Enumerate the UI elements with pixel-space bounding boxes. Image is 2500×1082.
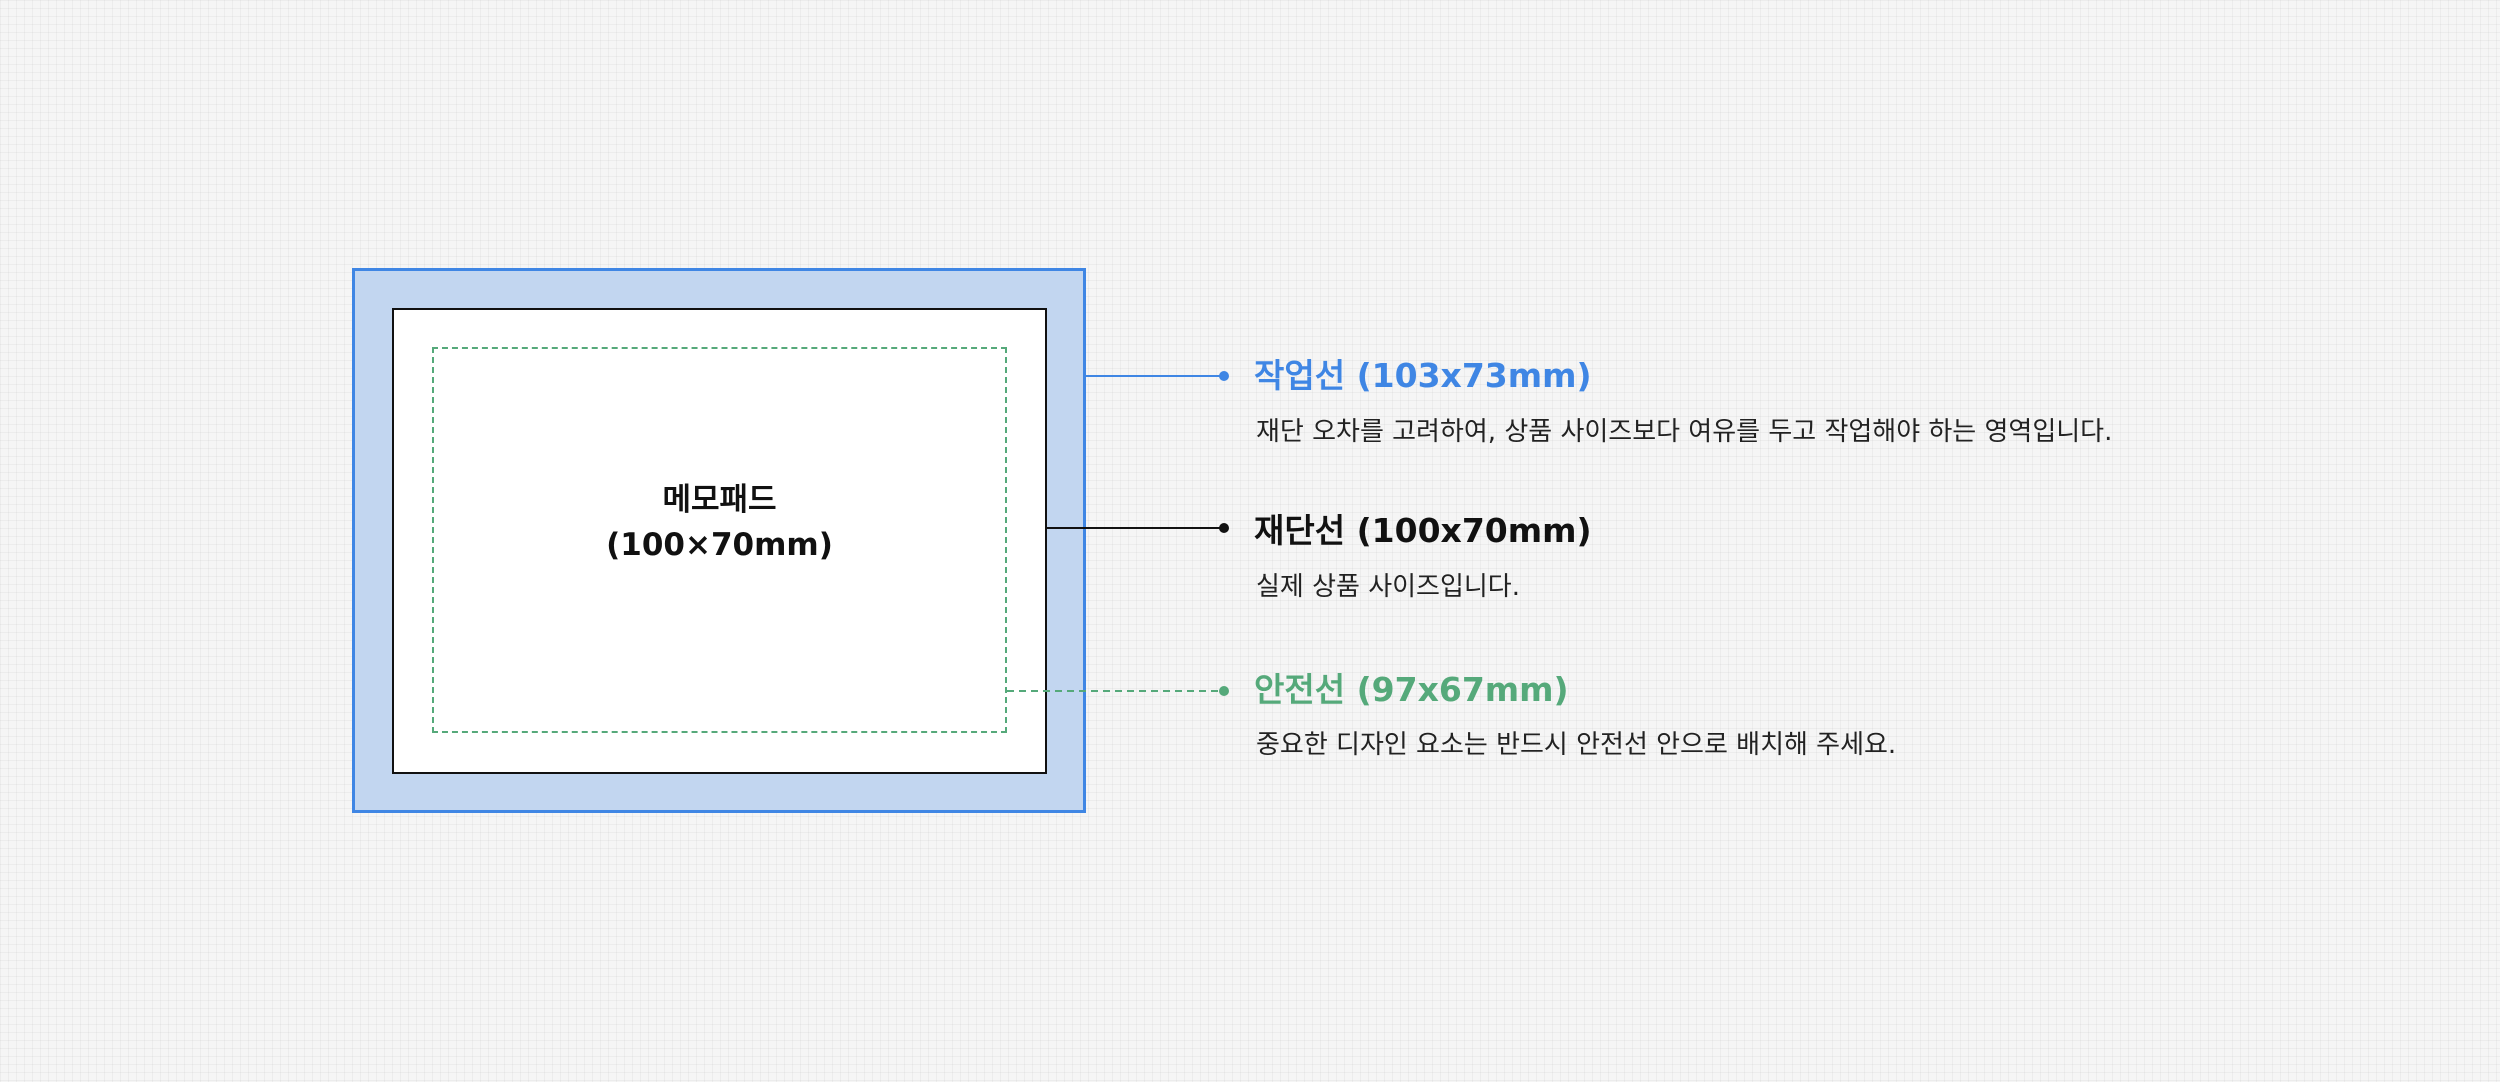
- product-label: 메모패드 (100×70mm): [582, 478, 857, 568]
- cut-line-title: 재단선 (100x70mm): [1254, 511, 1592, 550]
- product-size: (100×70mm): [606, 527, 833, 563]
- safe-line-description: 중요한 디자인 요소는 반드시 안전선 안으로 배치해 주세요.: [1256, 730, 1897, 760]
- trim-line-description: 재단 오차를 고려하여, 상품 사이즈보다 여유를 두고 작업해야 하는 영역입…: [1256, 417, 2113, 447]
- safe-connector-dot: [1219, 686, 1229, 696]
- safe-line-title: 안전선 (97x67mm): [1254, 670, 1569, 709]
- product-name: 메모패드: [662, 482, 777, 518]
- safe-area: [432, 347, 1007, 733]
- cut-line-description: 실제 상품 사이즈입니다.: [1256, 572, 1520, 602]
- trim-connector-dot: [1219, 371, 1229, 381]
- cut-area: [392, 308, 1047, 774]
- trim-line-title: 작업선 (103x73mm): [1254, 356, 1592, 395]
- cut-connector-dot: [1219, 523, 1229, 533]
